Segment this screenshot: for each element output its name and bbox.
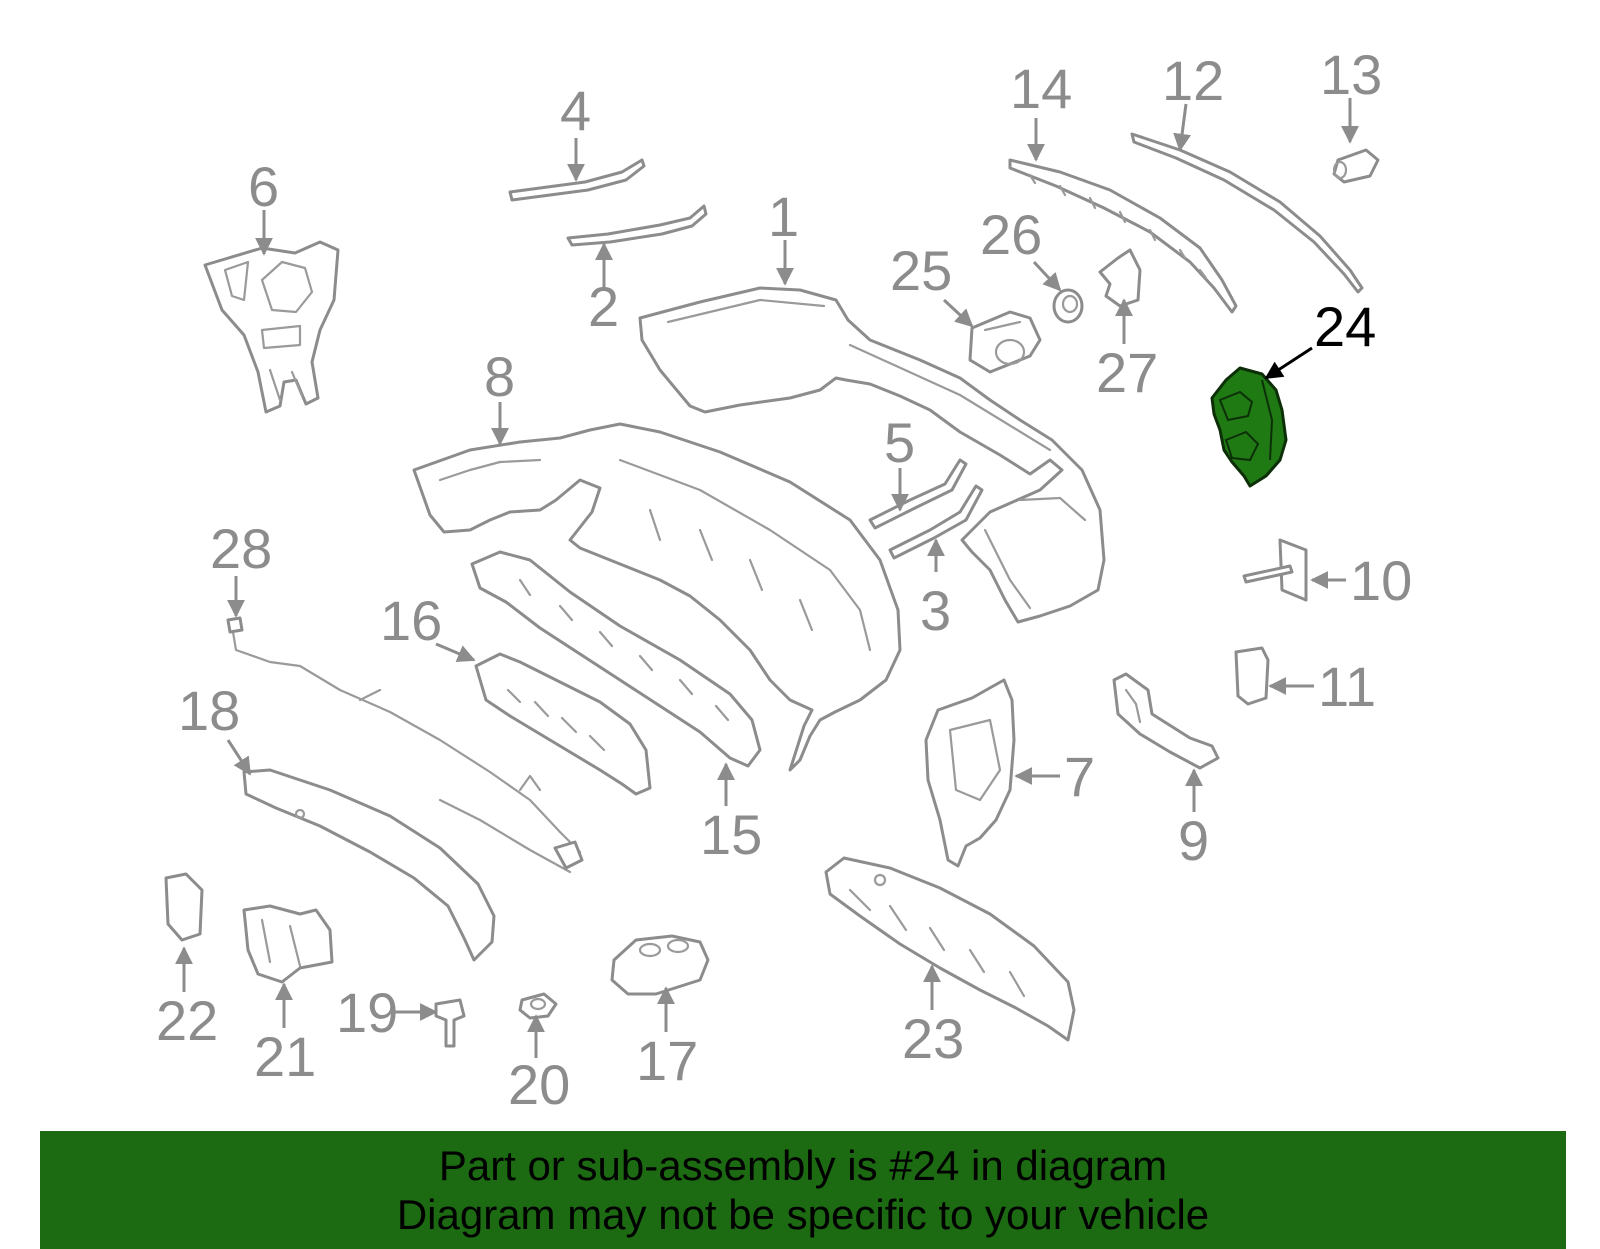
part-21-mount <box>242 904 334 984</box>
part-22-pad <box>164 872 204 942</box>
part-2-trim-strip <box>566 204 708 247</box>
part-10-stud <box>1242 538 1308 602</box>
callout-24: 24 <box>1314 295 1376 358</box>
callout-11: 11 <box>1318 655 1376 718</box>
callout-20: 20 <box>508 1053 570 1116</box>
part-25-sensor <box>968 310 1042 374</box>
part-4-trim-strip <box>508 158 646 202</box>
callout-15: 15 <box>700 803 762 866</box>
part-12-strip <box>1130 132 1364 294</box>
part-23-grille <box>824 856 1076 1042</box>
part-6-bracket <box>203 240 340 414</box>
callout-7: 7 <box>1064 745 1095 808</box>
leader-lines <box>175 98 1359 1058</box>
part-14-strip <box>1008 158 1238 314</box>
part-15-absorber <box>470 550 762 768</box>
callout-5: 5 <box>884 411 915 474</box>
callout-8: 8 <box>484 345 515 408</box>
part-1-bumper-cover <box>638 286 1106 624</box>
part-20-nut <box>518 992 558 1020</box>
callout-22: 22 <box>156 989 218 1052</box>
callout-6: 6 <box>248 155 279 218</box>
part-24-highlighted <box>1210 366 1288 488</box>
banner-line-1: Part or sub-assembly is #24 in diagram <box>438 1142 1168 1189</box>
part-11-clip <box>1234 646 1270 706</box>
part-26-grommet <box>1052 288 1084 324</box>
callout-19: 19 <box>336 981 398 1044</box>
callout-13: 13 <box>1320 43 1382 106</box>
callout-3: 3 <box>920 579 951 642</box>
callout-4: 4 <box>560 79 591 142</box>
callout-23: 23 <box>902 1007 964 1070</box>
callout-26: 26 <box>980 203 1042 266</box>
callout-27: 27 <box>1096 341 1158 404</box>
part-9-bracket <box>1112 672 1220 770</box>
part-17-block <box>610 934 710 996</box>
callout-25: 25 <box>890 239 952 302</box>
callout-9: 9 <box>1178 809 1209 872</box>
part-27-clip <box>1098 248 1142 308</box>
info-banner: Part or sub-assembly is #24 in diagram D… <box>40 1131 1566 1249</box>
callout-12: 12 <box>1162 49 1224 112</box>
banner-line-2: Diagram may not be specific to your vehi… <box>396 1191 1210 1238</box>
callout-17: 17 <box>636 1029 698 1092</box>
callout-21: 21 <box>254 1025 316 1088</box>
part-28-harness <box>226 616 584 874</box>
callout-28: 28 <box>210 517 272 580</box>
callout-1: 1 <box>768 185 799 248</box>
callout-16: 16 <box>380 589 442 652</box>
part-18-bar <box>242 768 496 962</box>
callout-numbers: 1 2 3 4 5 6 7 8 9 10 11 12 13 14 15 16 1… <box>156 43 1412 1116</box>
part-7-bracket <box>924 678 1016 868</box>
part-13-pin <box>1332 148 1380 184</box>
callout-2: 2 <box>588 275 619 338</box>
part-3-strip <box>888 484 984 560</box>
part-19-bolt <box>434 998 466 1048</box>
callout-10: 10 <box>1350 549 1412 612</box>
part-8-lower-carrier <box>412 422 902 772</box>
callout-18: 18 <box>178 679 240 742</box>
part-16-bracket <box>474 652 652 796</box>
callout-14: 14 <box>1010 57 1072 120</box>
